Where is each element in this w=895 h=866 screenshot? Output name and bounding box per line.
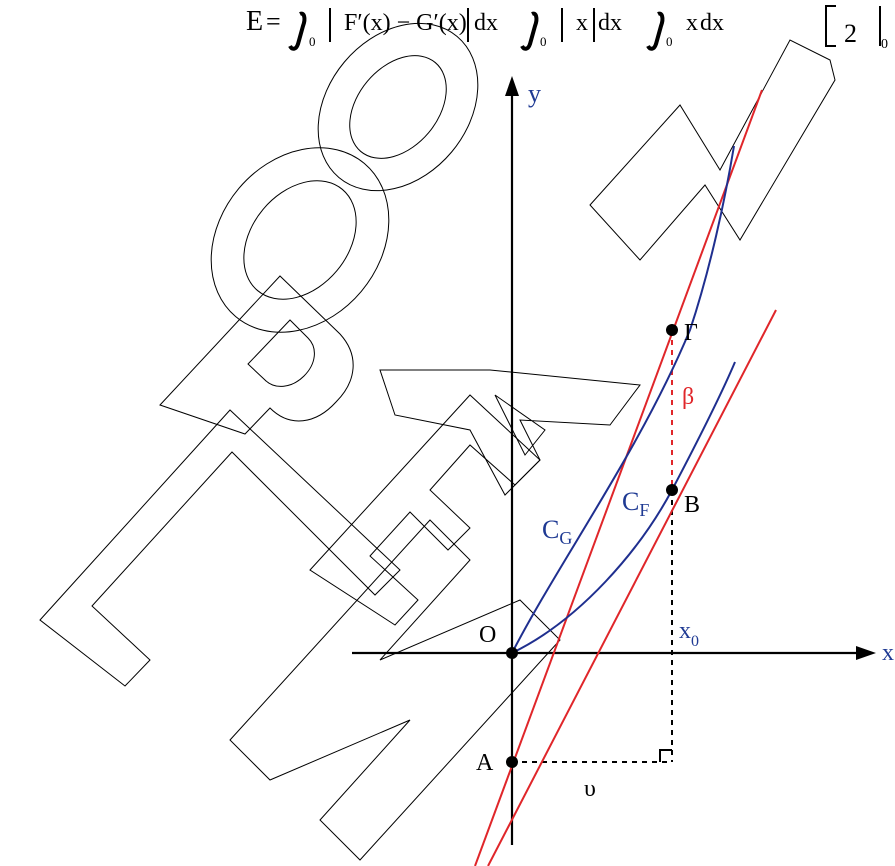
point-labels: O A B Γ <box>476 320 700 776</box>
label-c-f-sub: F <box>639 500 649 520</box>
label-b: B <box>684 492 700 518</box>
watermark <box>39 22 836 861</box>
x-axis-label: x <box>882 640 894 666</box>
integral-sign-1 <box>288 11 307 51</box>
formula-dx-1: dx <box>474 10 498 36</box>
watermark-letter-omicron-1-inner <box>243 180 357 300</box>
label-c-g-main: C <box>542 515 559 544</box>
watermark-letter-pi <box>39 409 401 687</box>
points <box>506 324 678 768</box>
tangent-lines <box>474 89 777 866</box>
misc-labels: x0 β υ <box>584 384 699 802</box>
curves <box>511 145 736 654</box>
integral-lower-2: 0 <box>540 34 547 49</box>
label-x0: x0 <box>679 618 699 650</box>
point-origin <box>506 647 518 659</box>
point-b <box>666 484 678 496</box>
formula-header: E = 0 F′(x) − G′(x) dx 0 x dx 0 x dx 2 0 <box>246 5 888 52</box>
watermark-letter-omicron-1 <box>210 147 390 333</box>
dashed-guides <box>512 490 673 763</box>
formula-dx-2: dx <box>598 10 622 36</box>
integral-lower-1: 0 <box>309 34 316 49</box>
label-c-g: CG <box>542 515 572 548</box>
formula-denominator: 2 <box>844 19 857 48</box>
label-a: A <box>476 750 494 776</box>
watermark-letter-epsilon <box>309 394 541 626</box>
right-angle-mark <box>659 749 672 762</box>
label-upsilon: υ <box>584 776 596 802</box>
label-beta: β <box>682 384 694 410</box>
point-a <box>506 756 518 768</box>
watermark-letter-omicron-2 <box>317 22 479 192</box>
curve-c-g <box>511 145 735 654</box>
integral-lower-3: 0 <box>666 34 673 49</box>
formula-bracket-sub: 0 <box>881 37 888 52</box>
integral-sign-2 <box>520 11 539 51</box>
label-gamma: Γ <box>684 320 698 346</box>
watermark-letter-mu <box>589 39 836 261</box>
y-axis-arrowhead <box>505 76 519 96</box>
formula-equals: = <box>266 7 281 36</box>
formula-bracket <box>825 5 836 47</box>
formula-mid-integrand: x <box>576 10 588 36</box>
label-c-f-main: C <box>622 487 639 516</box>
label-x0-sub: 0 <box>691 633 699 650</box>
x-axis-arrowhead <box>856 646 876 660</box>
tangent-line-b <box>487 309 777 866</box>
formula-lhs: E <box>246 6 263 37</box>
watermark-letter-alpha <box>379 369 641 496</box>
tangent-line-gamma <box>474 89 763 866</box>
point-gamma <box>666 324 678 336</box>
integral-sign-3 <box>646 11 665 51</box>
formula-abs-content: F′(x) − G′(x) <box>344 10 467 36</box>
label-x0-main: x <box>679 618 691 644</box>
label-c-f: CF <box>622 487 649 520</box>
curve-c-f <box>511 361 736 654</box>
label-origin: O <box>479 622 496 648</box>
watermark-letter-nu <box>229 519 561 861</box>
watermark-letter-omicron-2-inner <box>349 55 447 159</box>
curve-labels: CG CF <box>542 487 649 548</box>
formula-dx-3: dx <box>700 10 724 36</box>
y-axis-label: y <box>528 79 541 108</box>
axes: x y <box>352 76 894 845</box>
watermark-letter-rho <box>159 275 354 435</box>
label-c-g-sub: G <box>559 528 572 548</box>
formula-last-integrand: x <box>686 10 698 36</box>
